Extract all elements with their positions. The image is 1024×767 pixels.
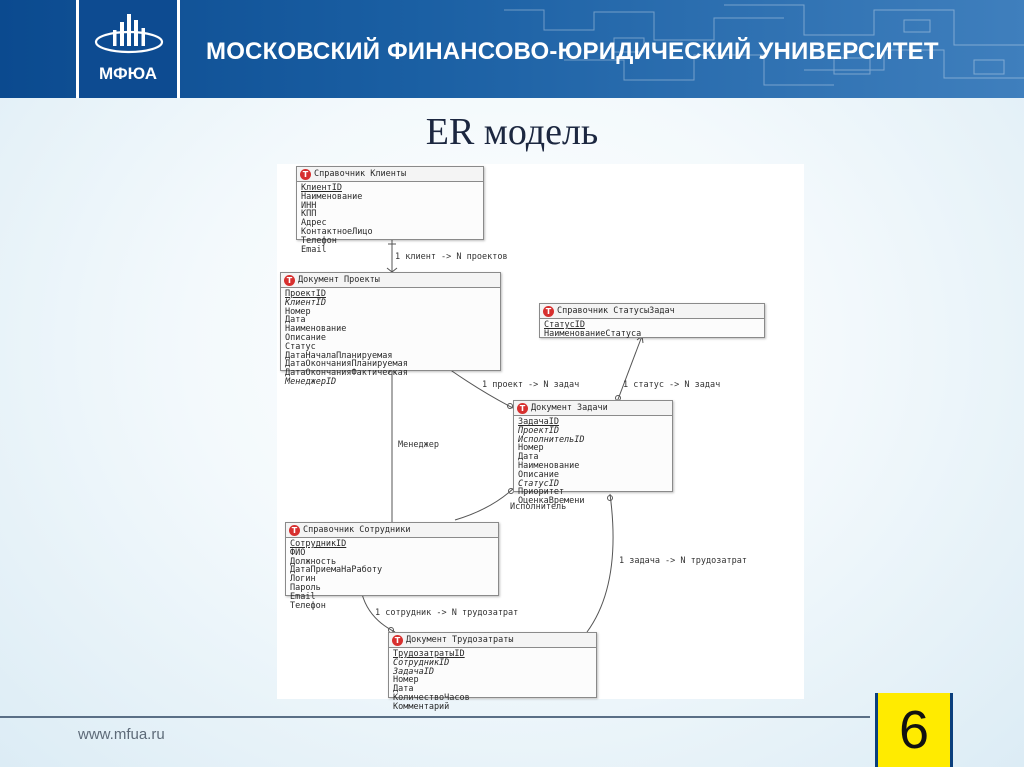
- entity-title: Документ Трудозатраты: [406, 635, 514, 645]
- page-number-box: 6: [875, 693, 953, 767]
- university-logo: МФЮА: [76, 0, 180, 98]
- field: Описание: [285, 332, 326, 343]
- relation-label: Менеджер: [398, 440, 439, 450]
- field: Номер: [393, 675, 419, 686]
- field: ПроектID: [285, 289, 326, 299]
- field: ДатаОкончанияПланируемая: [285, 359, 408, 370]
- line-employee-labor: [361, 593, 396, 633]
- line-task-labor: [586, 493, 614, 633]
- field: Email: [301, 244, 327, 255]
- field: Дата: [393, 684, 414, 695]
- field: ДатаОкончанияФактическая: [285, 368, 408, 379]
- table-icon: T: [289, 524, 300, 536]
- field: Телефон: [301, 235, 337, 246]
- field: Комментарий: [393, 701, 450, 712]
- field: Дата: [518, 452, 539, 463]
- line-status-tasks: [616, 335, 643, 403]
- relation-label: 1 сотрудник -> N трудозатрат: [375, 608, 519, 618]
- logo-text: МФЮА: [98, 64, 158, 83]
- entity-title: Справочник Сотрудники: [303, 525, 411, 535]
- field: ТрудозатратыID: [393, 649, 465, 659]
- header-banner: МФЮА МОСКОВСКИЙ ФИНАНСОВО-ЮРИДИЧЕСКИЙ УН…: [0, 0, 1024, 98]
- field: Описание: [518, 469, 559, 480]
- relation-label: 1 клиент -> N проектов: [395, 252, 508, 262]
- field: Наименование: [518, 460, 580, 471]
- building-emblem-icon: [94, 14, 164, 54]
- field: ФИО: [290, 547, 306, 558]
- table-icon: T: [517, 402, 528, 414]
- field: Дата: [285, 315, 306, 326]
- slide-title: ER модель: [425, 111, 599, 153]
- entity-title: Документ Задачи: [531, 403, 608, 413]
- entity-title: Справочник Клиенты: [314, 169, 407, 179]
- entity-title: Справочник СтатусыЗадач: [557, 306, 675, 316]
- field: Должность: [290, 556, 337, 567]
- field: НаименованиеСтатуса: [544, 328, 642, 339]
- relation-label: 1 проект -> N задач: [482, 380, 580, 390]
- table-icon: T: [543, 305, 554, 317]
- field: МенеджерID: [285, 376, 337, 387]
- field: КлиентID: [285, 297, 326, 308]
- field: КонтактноеЛицо: [301, 226, 373, 237]
- field: ЗадачаID: [518, 417, 559, 427]
- field: Приоритет: [518, 487, 565, 498]
- field: Статус: [285, 341, 316, 352]
- field: КлиентID: [301, 183, 342, 193]
- field: ЗадачаID: [393, 666, 434, 677]
- field: КПП: [301, 209, 317, 220]
- field: ОценкаВремени: [518, 496, 585, 507]
- field: ДатаПриемаНаРаботу: [290, 565, 383, 576]
- field: Наименование: [301, 191, 363, 202]
- relation-label: Исполнитель: [510, 502, 567, 512]
- field: Адрес: [301, 218, 327, 229]
- table-icon: T: [300, 168, 311, 180]
- page-number: 6: [898, 700, 930, 760]
- relation-label: 1 статус -> N задач: [623, 380, 721, 390]
- footer-divider: [0, 716, 870, 718]
- field: СтатусID: [518, 478, 559, 489]
- field: Email: [290, 591, 316, 602]
- entity-title: Документ Проекты: [298, 275, 380, 285]
- field: ИНН: [301, 200, 317, 211]
- field: Телефон: [290, 600, 326, 611]
- header-pattern-decoration: [504, 4, 1024, 86]
- table-icon: T: [392, 634, 403, 646]
- field: Пароль: [290, 582, 321, 593]
- field: ПроектID: [518, 425, 559, 436]
- field: СтатусID: [544, 320, 585, 330]
- field: Номер: [285, 306, 311, 317]
- footer-url: www.mfua.ru: [78, 726, 165, 743]
- field: Логин: [290, 574, 316, 585]
- field: КоличествоЧасов: [393, 692, 470, 703]
- relationship-lines: [361, 239, 644, 633]
- field: Наименование: [285, 324, 347, 335]
- line-executor: [454, 486, 516, 521]
- university-name: МОСКОВСКИЙ ФИНАНСОВО-ЮРИДИЧЕСКИЙ УНИВЕРС…: [206, 38, 939, 65]
- relation-label: 1 задача -> N трудозатрат: [619, 556, 747, 566]
- table-icon: T: [284, 274, 295, 286]
- field: ИсполнительID: [518, 434, 585, 445]
- field: Номер: [518, 443, 544, 454]
- field: ДатаНачалаПланируемая: [285, 350, 393, 361]
- field: СотрудникID: [290, 539, 347, 549]
- field: СотрудникID: [393, 657, 450, 668]
